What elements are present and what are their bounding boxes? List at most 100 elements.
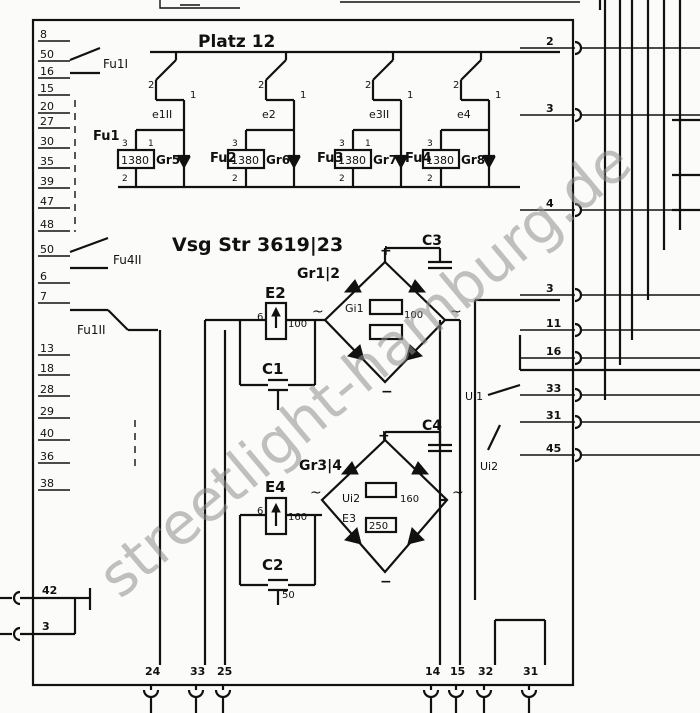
right-terminal-label: 3	[546, 282, 554, 295]
svg-text:C1: C1	[262, 360, 283, 378]
fuse-pin: 2	[427, 174, 433, 184]
e4-block: E4 6 160 C2 50	[238, 478, 322, 605]
coil-value: 1380	[231, 154, 259, 167]
svg-text:−: −	[380, 574, 392, 590]
relay-contact-fu4ii: Fu4II	[69, 236, 142, 270]
left-output-label: 3	[42, 620, 50, 633]
left-output-jack	[12, 626, 21, 642]
bottom-terminal-jack	[475, 685, 493, 713]
bottom-terminal-label: 15	[450, 665, 465, 678]
left-output-terminals: 42 3	[0, 584, 92, 642]
switch-ui1: Ui1	[465, 383, 521, 403]
svg-text:Fu1I: Fu1I	[103, 57, 128, 71]
module-border	[31, 18, 575, 687]
coil-value: 1380	[121, 154, 149, 167]
svg-text:Ui2: Ui2	[480, 460, 498, 473]
svg-text:C2: C2	[262, 556, 283, 574]
internal-wiring	[158, 298, 560, 665]
left-terminal-label: 8	[40, 28, 47, 41]
e2-block: E2 6 100 C1	[205, 284, 325, 410]
fuse-name: Fu2	[210, 151, 237, 166]
left-terminal-label: 39	[40, 175, 54, 188]
right-terminal-label: 4	[546, 197, 554, 210]
left-terminal-label: 50	[40, 48, 54, 61]
svg-text:Gr1|2: Gr1|2	[297, 266, 340, 282]
fuse-pin: 2	[122, 174, 128, 184]
relay-contact	[460, 59, 482, 81]
svg-text:E3: E3	[342, 512, 356, 525]
left-terminal-label: 28	[40, 383, 54, 396]
svg-text:50: 50	[282, 590, 295, 601]
fuse-pin: 1	[365, 139, 371, 149]
fuse-pin: 3	[122, 139, 128, 149]
contact-pin: 1	[190, 90, 196, 101]
assembly-label: Vsg Str 3619|23	[172, 234, 343, 256]
contact-pin: 2	[365, 80, 371, 91]
contact-label: e3II	[369, 108, 389, 121]
left-terminal-label: 16	[40, 65, 54, 78]
fuse-pin: 2	[232, 174, 238, 184]
left-terminal-label: 13	[40, 342, 54, 355]
right-terminal-jack	[574, 414, 583, 430]
relay-contact	[265, 59, 287, 81]
svg-text:Gr3|4: Gr3|4	[299, 458, 342, 474]
svg-text:−: −	[381, 384, 393, 400]
external-bus-lines	[603, 0, 700, 400]
svg-text:100: 100	[288, 319, 307, 330]
svg-text:160: 160	[400, 494, 419, 505]
contact-pin: 2	[148, 80, 154, 91]
bottom-terminal-jack	[422, 685, 440, 713]
left-terminal-label: 29	[40, 405, 54, 418]
right-terminal-jack	[574, 107, 583, 123]
right-terminal-label: 31	[546, 409, 561, 422]
bottom-terminal-label: 33	[190, 665, 205, 678]
bridge-rectifier-1: Gi1 100 + − ~ ~ Gr1|2 C3	[297, 233, 462, 400]
top-stray-lines	[159, 0, 580, 9]
relay-contact-fu1ii: Fu1II	[70, 308, 158, 337]
relay-contact	[372, 59, 394, 81]
watermark: streetlight-hamburg.de	[85, 127, 644, 611]
coil-value: 1380	[426, 154, 454, 167]
svg-text:100: 100	[404, 310, 423, 321]
rectifier-label: Gr8	[461, 153, 485, 167]
bottom-terminal-label: 24	[145, 665, 161, 678]
left-terminal-label: 48	[40, 218, 54, 231]
contact-label: e4	[457, 108, 471, 121]
left-terminal-label: 6	[40, 270, 47, 283]
left-terminal-label: 30	[40, 135, 54, 148]
svg-text:~: ~	[450, 304, 462, 320]
bridge-rectifier-2: Ui2 E3 160 250 + − ~ ~ Gr3|4 C4	[299, 418, 464, 590]
svg-text:Fu1II: Fu1II	[77, 323, 106, 337]
svg-text:6: 6	[257, 312, 263, 323]
right-terminal-label: 3	[546, 102, 554, 115]
fuse-pin: 2	[339, 174, 345, 184]
bottom-terminal-label: 14	[425, 665, 441, 678]
contact-pin: 1	[300, 90, 306, 101]
svg-text:E2: E2	[265, 284, 286, 302]
left-terminal-label: 15	[40, 82, 54, 95]
left-terminal-label: 40	[40, 427, 54, 440]
fuse-pin: 1	[148, 139, 154, 149]
fuse-name: Fu4	[405, 151, 432, 166]
contact-label: e1II	[152, 108, 172, 121]
right-terminal-label: 11	[546, 317, 561, 330]
bottom-terminal-jack	[447, 685, 465, 713]
rectifier-label: Gr7	[373, 153, 397, 167]
left-terminal-label: 50	[40, 243, 54, 256]
svg-text:160: 160	[288, 512, 307, 523]
bottom-terminal-jack	[142, 685, 160, 713]
relay-contact	[155, 59, 177, 81]
left-terminal-label: 27	[40, 115, 54, 128]
rectifier-label: Gr6	[266, 153, 290, 167]
left-terminal-label: 35	[40, 155, 54, 168]
left-output-label: 42	[42, 584, 57, 597]
svg-text:~: ~	[452, 485, 464, 501]
